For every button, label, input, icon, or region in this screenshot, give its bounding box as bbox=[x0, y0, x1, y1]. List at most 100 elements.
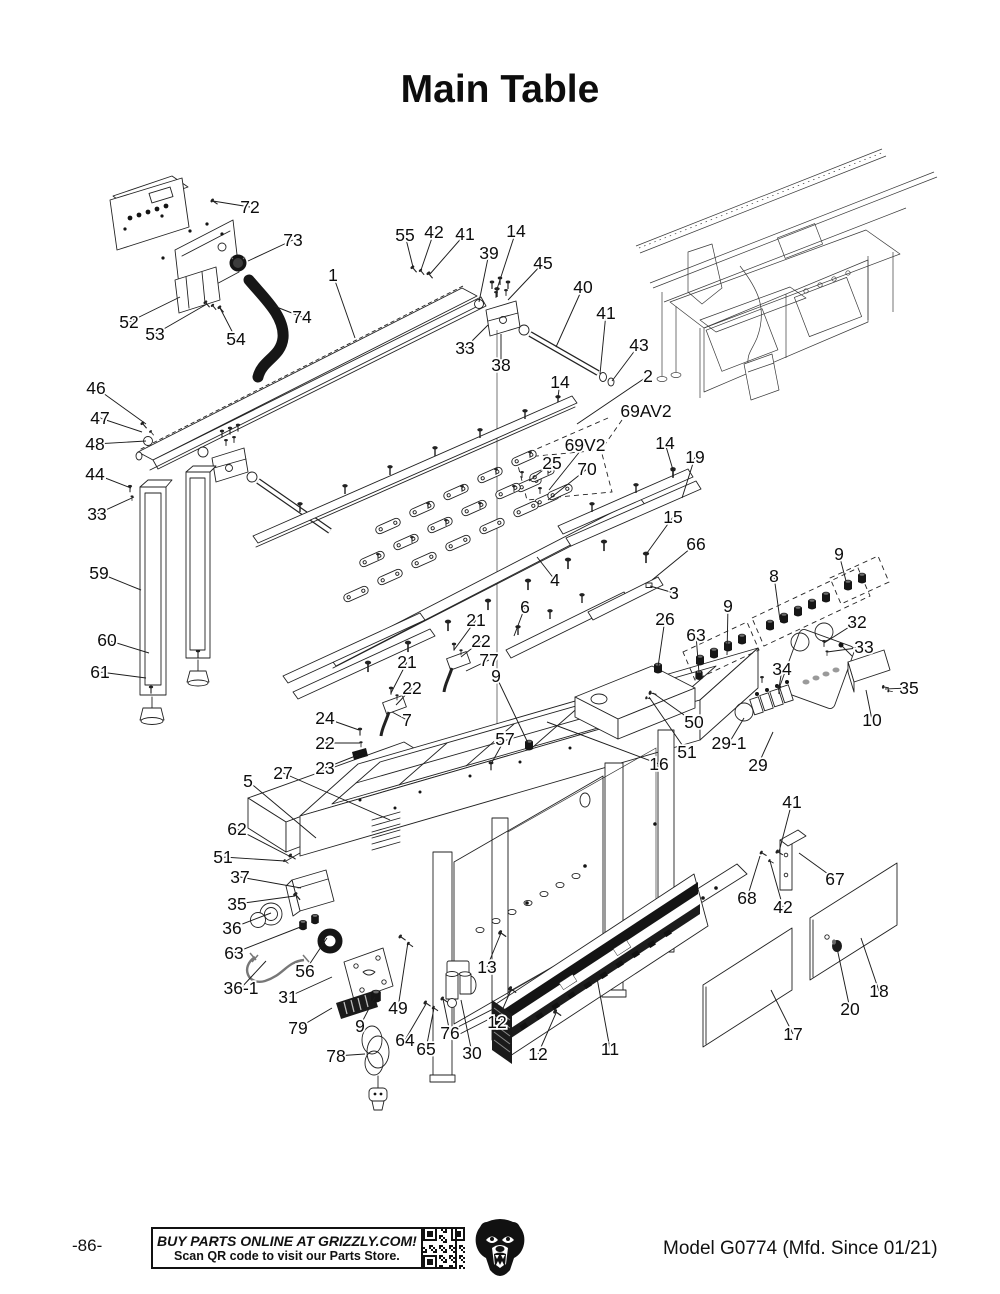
link-plate-cluster bbox=[342, 448, 574, 604]
callout-17: 17 bbox=[783, 1024, 802, 1044]
pneumatic-group bbox=[734, 622, 894, 722]
grizzly-bear-icon bbox=[474, 1218, 526, 1283]
callout-72: 72 bbox=[240, 197, 259, 217]
callout-73: 73 bbox=[283, 230, 302, 250]
grommet-rows bbox=[682, 555, 890, 681]
callout-43: 43 bbox=[629, 335, 648, 355]
callout-56: 56 bbox=[295, 961, 314, 981]
power-cord-78 bbox=[361, 1025, 390, 1111]
page-title: Main Table bbox=[400, 68, 600, 111]
callout-15: 15 bbox=[663, 507, 682, 527]
callout-9: 9 bbox=[723, 596, 733, 616]
callout-50: 50 bbox=[684, 712, 704, 732]
callout-48: 48 bbox=[85, 434, 104, 454]
toothed-rail-1 bbox=[135, 284, 487, 471]
callout-7: 7 bbox=[402, 710, 412, 730]
callout-51: 51 bbox=[213, 847, 232, 867]
callout-60: 60 bbox=[97, 630, 117, 650]
callout-41: 41 bbox=[455, 224, 474, 244]
callout-9: 9 bbox=[491, 666, 501, 686]
callout-4: 4 bbox=[550, 570, 560, 590]
callout-34: 34 bbox=[772, 659, 792, 679]
callout-51: 51 bbox=[677, 742, 696, 762]
callout-14: 14 bbox=[550, 372, 570, 392]
callout-3: 3 bbox=[669, 583, 679, 603]
rear-panels bbox=[702, 829, 898, 1048]
control-box-group bbox=[109, 175, 289, 383]
callout-9: 9 bbox=[355, 1016, 365, 1036]
callout-22: 22 bbox=[471, 631, 490, 651]
callout-41: 41 bbox=[782, 792, 801, 812]
callout-26: 26 bbox=[655, 609, 674, 629]
callout-29: 29 bbox=[748, 755, 767, 775]
callout-63: 63 bbox=[686, 625, 705, 645]
callout-36-1: 36-1 bbox=[223, 978, 258, 998]
bracket-67 bbox=[779, 829, 807, 891]
callout-62: 62 bbox=[227, 819, 246, 839]
callout-76: 76 bbox=[440, 1023, 459, 1043]
callout-6: 6 bbox=[520, 597, 530, 617]
model-text: Model G0774 (Mfd. Since 01/21) bbox=[663, 1238, 938, 1259]
callout-45: 45 bbox=[533, 253, 552, 273]
callout-67: 67 bbox=[825, 869, 844, 889]
callout-59: 59 bbox=[89, 563, 108, 583]
buy-parts-box: BUY PARTS ONLINE AT GRIZZLY.COM! Scan QR… bbox=[151, 1227, 465, 1269]
callout-22: 22 bbox=[402, 678, 421, 698]
callout-2: 2 bbox=[643, 366, 653, 386]
buy-parts-text: BUY PARTS ONLINE AT GRIZZLY.COM! Scan QR… bbox=[153, 1229, 423, 1267]
callout-55: 55 bbox=[395, 225, 414, 245]
callout-77: 77 bbox=[479, 650, 498, 670]
callout-24: 24 bbox=[315, 708, 335, 728]
callout-14: 14 bbox=[655, 433, 675, 453]
callout-69AV2: 69AV2 bbox=[620, 401, 671, 421]
callout-46: 46 bbox=[86, 378, 105, 398]
filter-regulator-30 bbox=[445, 960, 472, 1008]
machine-thumbnail bbox=[635, 148, 938, 401]
callout-12: 12 bbox=[487, 1012, 506, 1032]
callout-25: 25 bbox=[542, 453, 561, 473]
page-number: -86- bbox=[72, 1236, 103, 1255]
callout-10: 10 bbox=[862, 710, 882, 730]
callout-35: 35 bbox=[899, 678, 918, 698]
knob-20 bbox=[824, 934, 842, 952]
callout-23: 23 bbox=[315, 758, 334, 778]
callout-37: 37 bbox=[230, 867, 249, 887]
bushing-56 bbox=[317, 928, 343, 954]
callout-47: 47 bbox=[90, 408, 109, 428]
callout-53: 53 bbox=[145, 324, 164, 344]
callout-21: 21 bbox=[397, 652, 416, 672]
buy-parts-headline: BUY PARTS ONLINE AT GRIZZLY.COM! bbox=[157, 1233, 417, 1249]
callout-27: 27 bbox=[273, 763, 292, 783]
callout-33: 33 bbox=[854, 637, 873, 657]
callout-54: 54 bbox=[226, 329, 246, 349]
callout-44: 44 bbox=[85, 464, 105, 484]
callout-78: 78 bbox=[326, 1046, 345, 1066]
electrical-parts-group bbox=[245, 869, 472, 1111]
leader-lines bbox=[94, 200, 910, 1057]
callout-57: 57 bbox=[495, 729, 514, 749]
callout-9: 9 bbox=[834, 544, 844, 564]
callout-61: 61 bbox=[90, 662, 109, 682]
callout-42: 42 bbox=[773, 897, 792, 917]
spring-27 bbox=[371, 811, 401, 851]
callout-64: 64 bbox=[395, 1030, 415, 1050]
callout-52: 52 bbox=[119, 312, 138, 332]
callout-35: 35 bbox=[227, 894, 246, 914]
left-clamp-block bbox=[197, 423, 332, 534]
callout-36: 36 bbox=[222, 918, 241, 938]
callout-30: 30 bbox=[462, 1043, 482, 1063]
callout-19: 19 bbox=[685, 447, 704, 467]
callout-39: 39 bbox=[479, 243, 498, 263]
callout-5: 5 bbox=[243, 771, 253, 791]
pivot-block-rod bbox=[409, 264, 615, 765]
callout-12: 12 bbox=[528, 1044, 547, 1064]
callout-16: 16 bbox=[649, 754, 668, 774]
knob-73 bbox=[229, 254, 247, 272]
callout-14: 14 bbox=[506, 221, 526, 241]
callout-33: 33 bbox=[87, 504, 106, 524]
left-posts bbox=[127, 420, 677, 725]
callout-69V2: 69V2 bbox=[565, 435, 606, 455]
callout-38: 38 bbox=[491, 355, 510, 375]
callout-8: 8 bbox=[769, 566, 779, 586]
